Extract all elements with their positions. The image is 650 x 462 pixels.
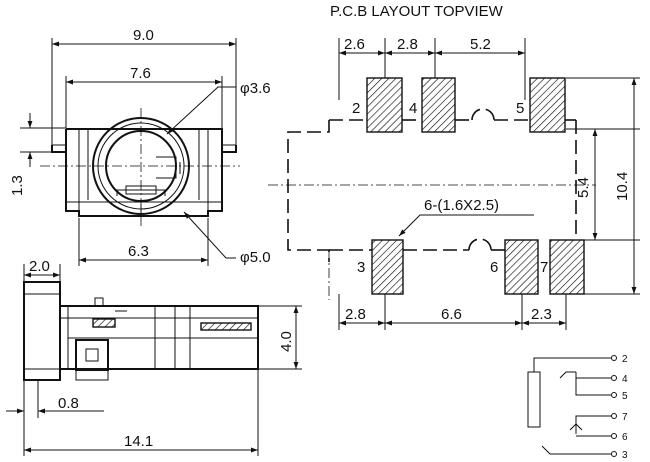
pad-4 (421, 77, 456, 133)
base-width-label: 6.3 (128, 243, 149, 260)
pin-label-4: 4 (409, 100, 417, 117)
width-outer-label: 9.0 (133, 27, 154, 44)
schem-pin-2: 2 (622, 354, 628, 365)
pin-label-2: 2 (352, 100, 360, 117)
right-dim-1: 5.4 (575, 177, 592, 198)
pad-5 (529, 77, 566, 133)
pin-label-3: 3 (357, 259, 365, 276)
outer-dia-label: φ5.0 (240, 249, 271, 266)
front-view: 9.0 7.6 1.3 φ3.6 (9, 27, 271, 266)
top-dim-1: 2.6 (344, 36, 365, 53)
bottom-dim-3: 2.3 (531, 306, 552, 323)
height-label: 1.3 (9, 175, 26, 196)
schem-pin-4: 4 (622, 374, 628, 385)
schem-pin-7: 7 (622, 412, 628, 423)
pcb-layout-title: P.C.B LAYOUT TOPVIEW (330, 3, 504, 20)
pin-label-6: 6 (490, 259, 498, 276)
pad-3 (371, 239, 404, 295)
jack-schematic: 2 4 5 7 6 3 (527, 354, 628, 461)
right-dim-2: 10.4 (614, 172, 631, 201)
pad-spec-label: 6-(1.6X2.5) (424, 197, 499, 214)
top-dim-3: 5.2 (470, 36, 491, 53)
schem-pin-3: 3 (622, 450, 628, 461)
pin-label-7: 7 (540, 259, 548, 276)
side-view: 2.0 4.0 0.8 14 (6, 258, 302, 456)
bottom-dim-2: 6.6 (441, 306, 462, 323)
pcb-layout: P.C.B LAYOUT TOPVIEW 2.6 2.8 5.2 (268, 3, 640, 330)
schem-pin-5: 5 (622, 391, 628, 402)
offset-label: 0.8 (58, 395, 79, 412)
length-label: 14.1 (124, 433, 153, 450)
flange-label: 2.0 (29, 258, 50, 275)
height-side-label: 4.0 (278, 331, 295, 352)
width-inner-label: 7.6 (130, 65, 151, 82)
schem-pin-6: 6 (622, 432, 628, 443)
hole-dia-label: φ3.6 (240, 80, 271, 97)
top-dim-2: 2.8 (397, 36, 418, 53)
pad-2 (366, 77, 403, 133)
bottom-dim-1: 2.8 (345, 306, 366, 323)
pad-7 (549, 239, 585, 295)
pad-6 (504, 239, 539, 295)
pin-label-5: 5 (516, 100, 524, 117)
